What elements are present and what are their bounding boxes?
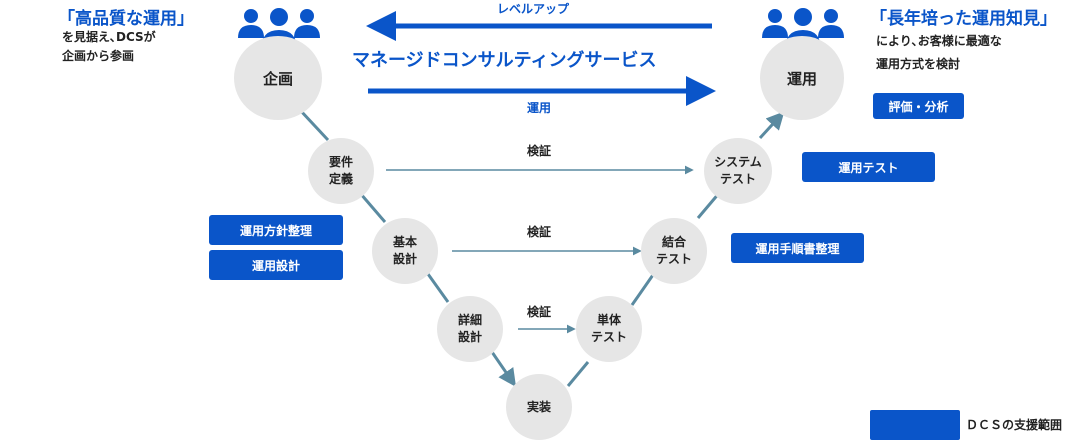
policy-button[interactable]: 運用方針整理 [209,215,343,245]
edge-plan-requirements [298,108,330,142]
left-callout-line2: 企画から参画 [62,49,135,63]
levelup-label: レベルアップ [497,2,570,16]
node-requirements: 要件定義 [308,138,374,204]
node-detailed-design: 詳細設計 [437,296,503,362]
left-callout-line1: を見据え､DCSが [62,30,156,44]
node-plan: 企画 [234,36,322,120]
right-callout-title: 「長年培った運用知見」 [870,9,1057,29]
edge-unit-integration [630,271,657,306]
legend-swatch [870,410,960,440]
node-basic-design: 基本設計 [372,218,438,284]
left-callout-title: 「高品質な運用」 [58,9,194,29]
verify-label-3: 検証 [527,305,552,319]
manual-button[interactable]: 運用手順書整理 [731,233,864,263]
edge-basic-detailed [426,273,450,303]
evaluate-button[interactable]: 評価・分析 [873,93,964,119]
node-integration-test: 結合テスト [641,218,707,284]
node-implementation: 実装 [506,374,572,440]
right-callout-line2: 運用方式を検討 [876,57,961,71]
operation-label: 運用 [527,101,552,115]
service-title: マネージドコンサルティングサービス [352,50,657,71]
optest-button[interactable]: 運用テスト [802,152,935,182]
node-unit-test: 単体テスト [576,296,642,362]
legend-label: ＤＣＳの支援範囲 [966,418,1063,432]
edge-detailed-impl [490,351,517,387]
design-button[interactable]: 運用設計 [209,250,343,280]
verify-label-1: 検証 [527,144,552,158]
node-system-test: システムテスト [704,138,772,204]
right-callout-line1: により､お客様に最適な [876,34,1002,48]
verify-label-2: 検証 [527,225,552,239]
edge-requirements-basic [358,192,387,223]
node-operate: 運用 [760,36,844,120]
edge-system-operate [758,111,785,140]
edge-impl-unit [566,361,590,387]
